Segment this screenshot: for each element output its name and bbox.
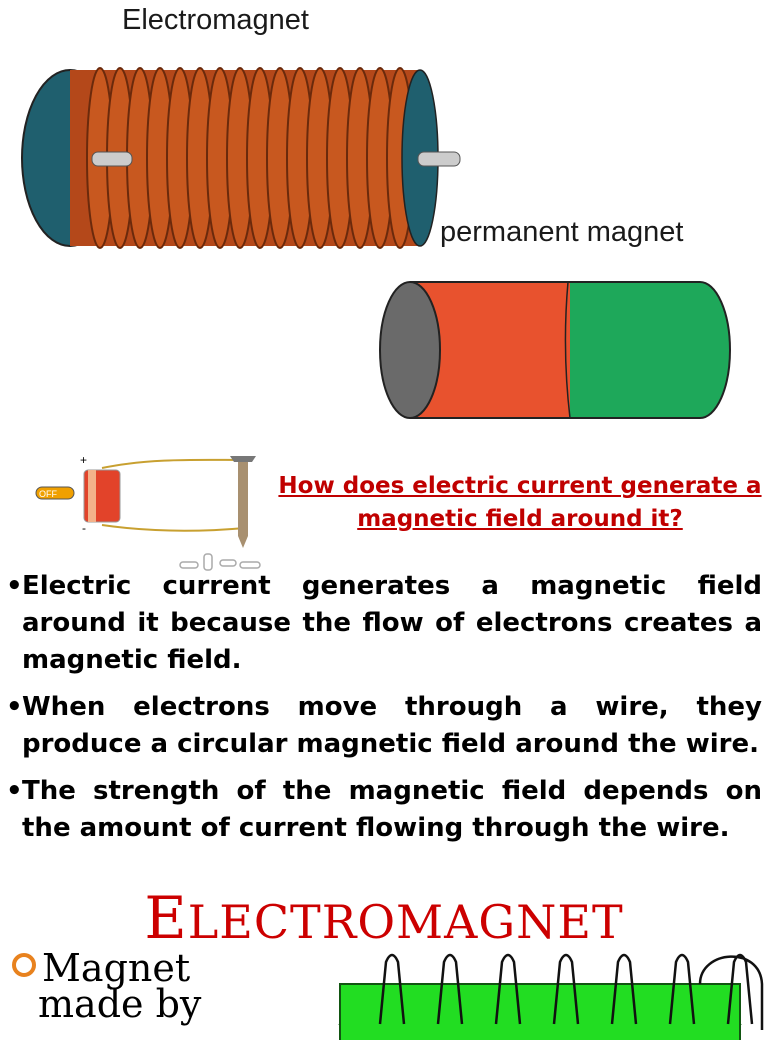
section-title-first: E (144, 884, 188, 952)
circuit-image: OFF + - (35, 453, 261, 571)
permanent-magnet-image (379, 281, 731, 419)
electromagnet-coil-image (21, 67, 461, 249)
green-coil-image (338, 953, 764, 1040)
bottom-bullet-line1: Magnet (42, 946, 191, 990)
bullet-item: • When electrons move through a wire, th… (6, 689, 762, 763)
plus-sign: + (80, 453, 87, 467)
permanent-magnet-label: permanent magnet (440, 216, 684, 248)
bottom-bullet: Magnet made by (12, 949, 201, 1023)
bullet-text: Electric current generates a magnetic fi… (22, 571, 762, 675)
bullet-item: • Electric current generates a magnetic … (6, 568, 762, 679)
bullet-marker: • (6, 571, 23, 601)
bullet-item: • The strength of the magnetic field dep… (6, 773, 762, 847)
section-title: ELECTROMAGNET (0, 884, 768, 952)
bullet-list: • Electric current generates a magnetic … (6, 568, 762, 857)
question-heading: How does electric current generate a mag… (278, 473, 762, 532)
bottom-bullet-line2: made by (38, 982, 202, 1026)
minus-sign: - (82, 521, 86, 535)
switch-icon: OFF (35, 486, 75, 500)
bullet-marker: • (6, 776, 23, 806)
bullet-text: The strength of the magnetic field depen… (22, 776, 762, 843)
section-title-rest: LECTROMAGNET (187, 895, 624, 949)
switch-label: OFF (39, 489, 57, 499)
bullet-text: When electrons move through a wire, they… (22, 692, 762, 759)
electromagnet-title: Electromagnet (122, 4, 309, 36)
bullet-ring-icon (12, 953, 36, 977)
bullet-marker: • (6, 692, 23, 722)
